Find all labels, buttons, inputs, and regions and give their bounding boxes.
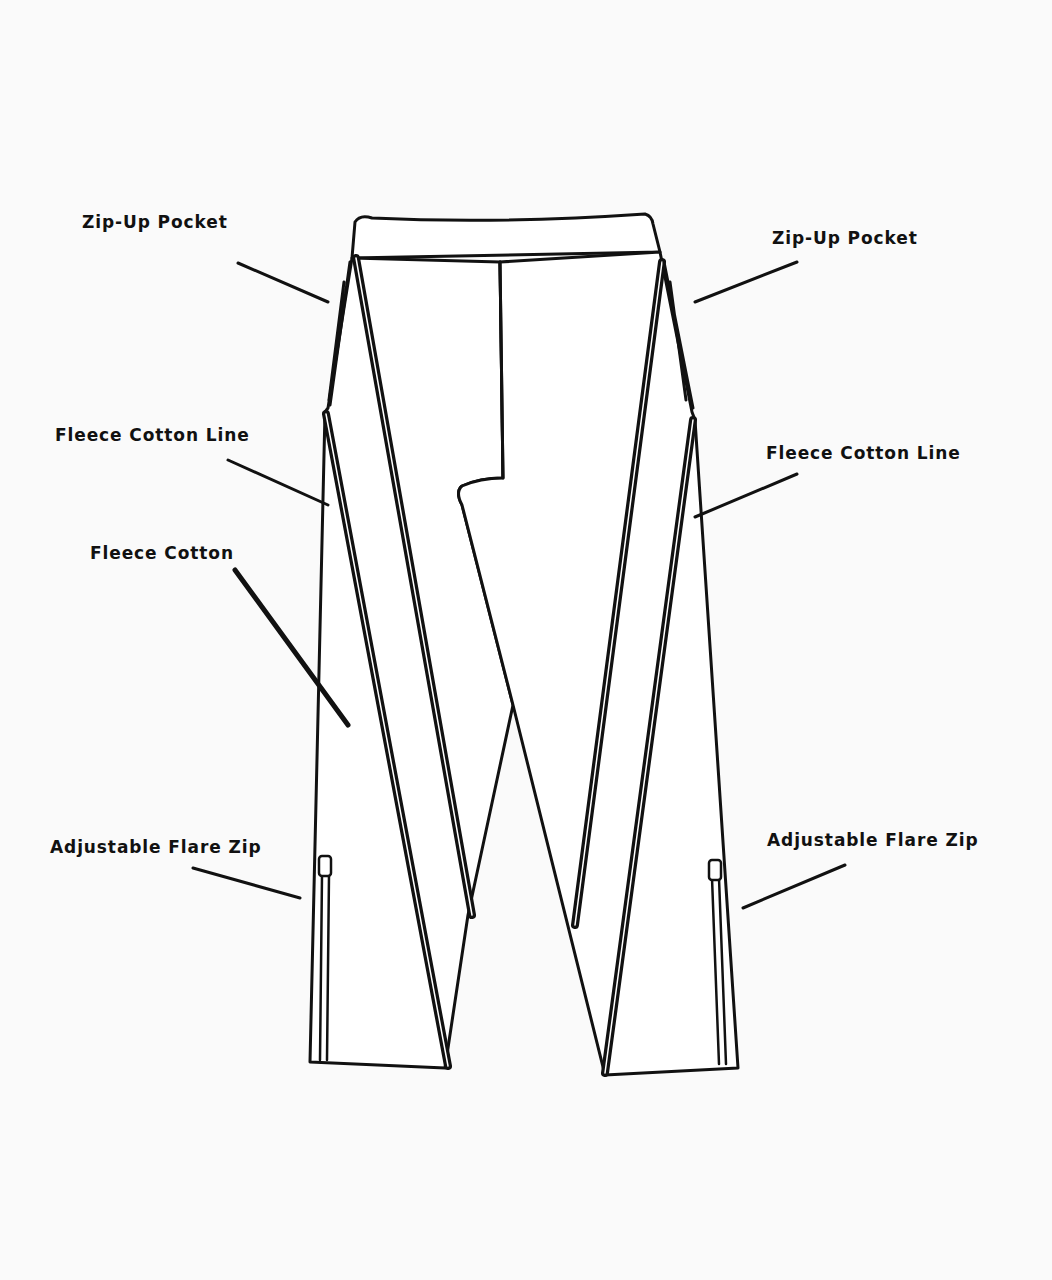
fly-line [500, 262, 503, 478]
right-leg [459, 252, 739, 1075]
leader-line [238, 263, 328, 302]
leader-line [193, 868, 300, 898]
flare-zip [320, 875, 329, 1060]
stripe-core [326, 414, 448, 1066]
callout-label: Adjustable Flare Zip [48, 837, 263, 857]
stripe [326, 414, 448, 1066]
callout-label: Zip-Up Pocket [80, 212, 230, 232]
stripe-core [575, 262, 662, 925]
leader-line [235, 570, 348, 725]
zip-pull [319, 856, 331, 876]
pocket-zip [664, 262, 693, 408]
flare-zip [712, 878, 726, 1064]
leader-line [695, 474, 797, 517]
pocket-zip [329, 262, 350, 405]
leader-line [228, 460, 328, 505]
callout-label: Fleece Cotton [88, 543, 236, 563]
leader-line [695, 262, 797, 302]
callout-label: Fleece Cotton Line [764, 443, 963, 463]
callout-label: Fleece Cotton Line [53, 425, 252, 445]
callout-label: Adjustable Flare Zip [765, 830, 980, 850]
leader-line [743, 865, 845, 908]
left-leg [310, 258, 513, 1068]
waistband [352, 214, 660, 258]
stripe-core [356, 258, 472, 915]
stripe-core [605, 420, 693, 1073]
zip-pull [709, 860, 721, 880]
callout-label: Zip-Up Pocket [770, 228, 920, 248]
stripe [575, 262, 662, 925]
stripe [356, 258, 472, 915]
stripe [605, 420, 693, 1073]
